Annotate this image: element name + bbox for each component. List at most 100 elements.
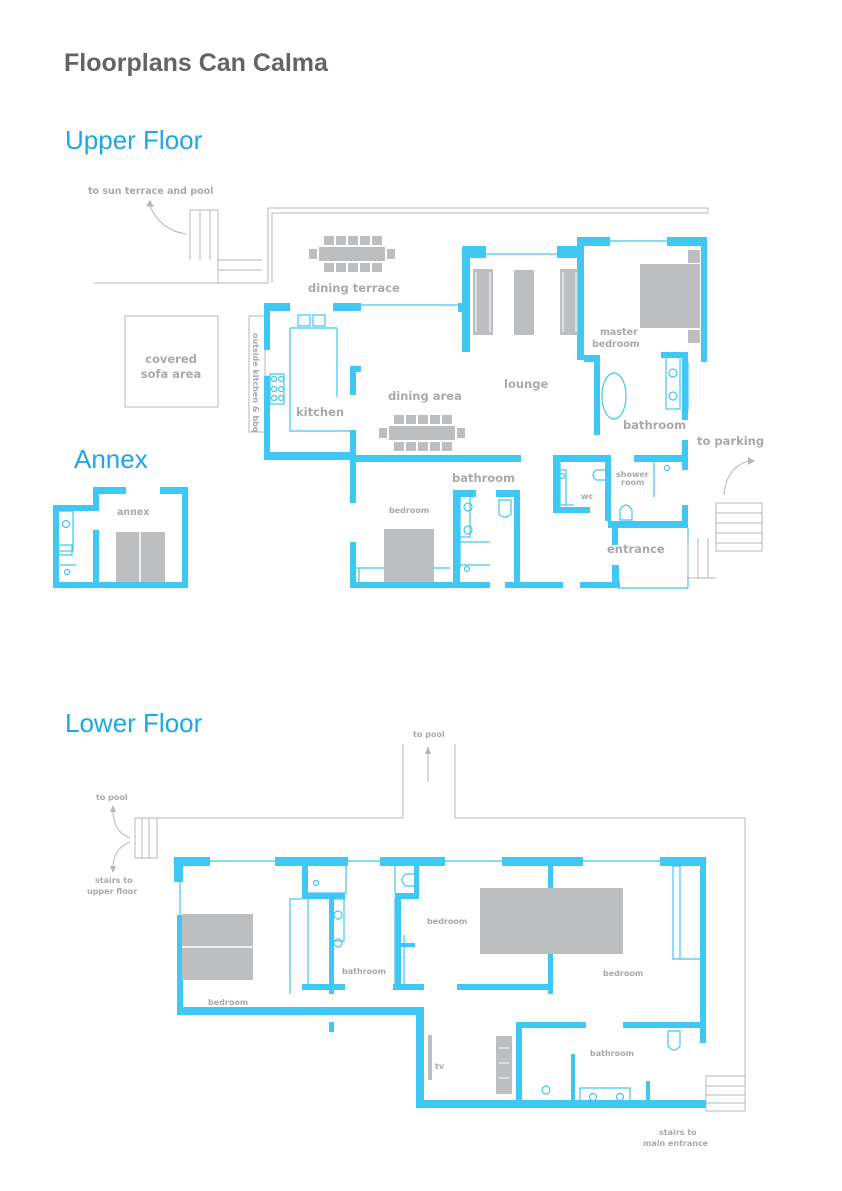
wall (302, 984, 345, 990)
wall (577, 237, 610, 246)
wall (571, 1054, 575, 1100)
label-bathroom-left: bathroom (342, 967, 386, 976)
annex-plan: Annex annex (53, 444, 188, 588)
label-bathroom-right: bathroom (590, 1049, 634, 1058)
table-part (309, 249, 317, 259)
table-part (387, 249, 395, 259)
sofa-left (473, 269, 493, 335)
sofa-right (560, 269, 578, 335)
wall (53, 505, 59, 588)
label-bedroom-right: bedroom (603, 969, 643, 978)
upper-fixtures (269, 240, 763, 589)
dining-terrace-table (309, 236, 395, 272)
label-to-sun-terrace: to sun terrace and pool (88, 186, 213, 197)
wall (395, 898, 401, 985)
table-part (418, 442, 428, 451)
wall (160, 487, 188, 494)
table-part (324, 263, 334, 272)
wall (457, 984, 548, 990)
wall (393, 984, 424, 990)
outside-kitchen-counter (248, 315, 266, 433)
wall (302, 866, 308, 894)
wall (594, 355, 600, 435)
label-shower-room: room (621, 478, 644, 487)
wall (458, 303, 470, 312)
wall (177, 1007, 420, 1015)
wall (275, 857, 348, 866)
label-annex: annex (117, 507, 150, 518)
arrow-to-terrace-icon (149, 205, 187, 235)
wall (453, 490, 460, 588)
label-lounge: lounge (504, 377, 548, 391)
annex-heading: Annex (74, 444, 148, 474)
wall (93, 487, 99, 511)
table-part (394, 415, 404, 424)
label-entrance: entrance (607, 542, 665, 556)
label-sofa-area: sofa area (141, 367, 202, 381)
covered-sofa-area (124, 315, 219, 408)
wall (264, 376, 270, 460)
lower-bed-large (480, 888, 623, 954)
table-part (430, 415, 440, 424)
wall (516, 1100, 706, 1108)
lower-sofa (496, 1036, 512, 1094)
wall (623, 1022, 706, 1028)
label-master-bathroom: bathroom (623, 418, 686, 432)
wall (93, 530, 99, 588)
wall (453, 490, 476, 497)
table-part (457, 428, 465, 438)
wall (174, 857, 183, 882)
wall (605, 455, 611, 521)
table-part (319, 247, 385, 261)
table-part (324, 236, 334, 245)
label-to-pool-top: to pool (413, 730, 445, 739)
table-part (379, 428, 387, 438)
document-title: Floorplans Can Calma (64, 49, 329, 77)
wall (660, 857, 706, 866)
table-part (360, 236, 370, 245)
table-part (406, 415, 416, 424)
wall (584, 355, 600, 362)
wall (264, 303, 290, 311)
wall (350, 582, 490, 588)
label-stairs-to-main: stairs to (659, 1128, 697, 1137)
table-part (336, 236, 346, 245)
wall (667, 237, 707, 246)
label-wc: wc (581, 492, 593, 501)
wall (701, 237, 707, 362)
wall (329, 1022, 334, 1032)
tv-unit (428, 1035, 432, 1080)
table-part (394, 442, 404, 451)
wall (580, 582, 620, 588)
wall (612, 528, 618, 545)
label-bedroom: bedroom (389, 506, 429, 515)
wall (174, 857, 210, 866)
wall (553, 455, 610, 462)
wall (302, 893, 345, 899)
table-part (389, 426, 455, 440)
label-kitchen: kitchen (296, 405, 344, 419)
wall (53, 505, 99, 511)
table-part (372, 263, 382, 272)
table-part (418, 415, 428, 424)
wall (350, 460, 356, 503)
wall (553, 455, 560, 513)
bathtub (601, 372, 627, 420)
lower-floor-plan: Lower Floor to pool to pool stairs to up… (65, 708, 746, 1148)
wall (462, 246, 470, 352)
wall (356, 455, 521, 462)
wall (502, 857, 583, 866)
wall (416, 1100, 522, 1108)
upper-floor-heading: Upper Floor (65, 125, 203, 155)
wall (329, 899, 334, 994)
wall (264, 303, 270, 350)
label-shower: shower (616, 470, 649, 479)
wall (553, 507, 590, 513)
wall (557, 246, 583, 258)
wall (700, 857, 706, 1043)
table-part (348, 236, 358, 245)
table-part (360, 263, 370, 272)
wall (496, 490, 518, 497)
master-bed (640, 264, 700, 328)
